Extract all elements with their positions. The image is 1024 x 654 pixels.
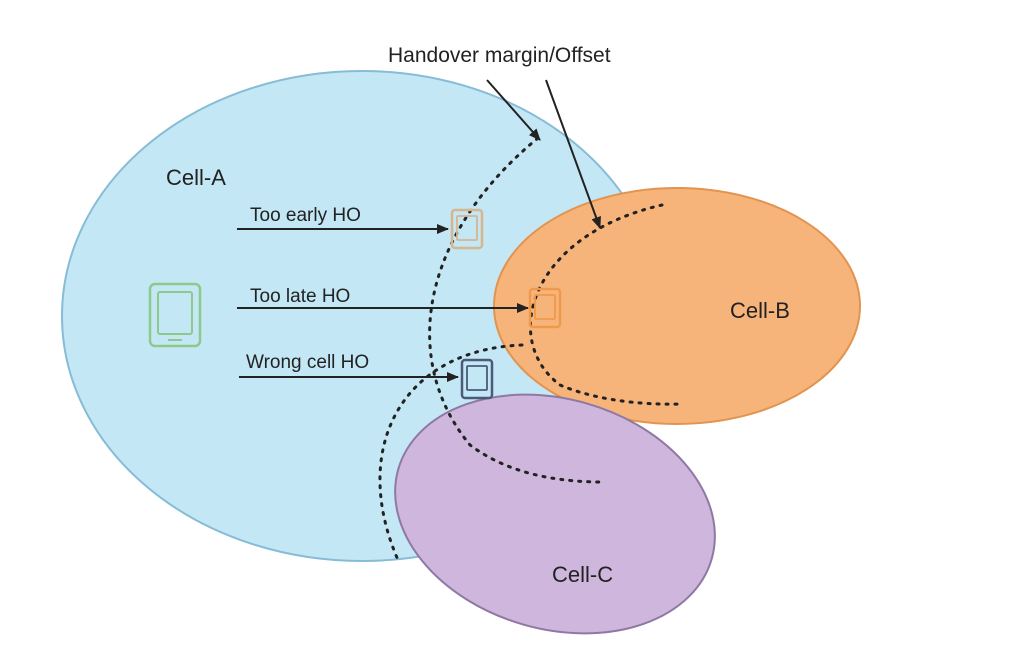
cell-b-handover-boundary: [528, 203, 684, 406]
handover-margin-title: Handover margin/Offset: [388, 44, 611, 67]
too-early-ho-label: Too early HO: [250, 205, 361, 226]
margin-leader-arrow-b: [545, 79, 601, 229]
cell-c-area: [394, 393, 716, 635]
too-late-ho-label: Too late HO: [250, 286, 350, 307]
cell-a-label: Cell-A: [166, 165, 226, 190]
serving-mobile-device-icon: [148, 282, 202, 348]
cell-c-handover-boundary: [378, 343, 524, 562]
cell-b-label: Cell-B: [730, 298, 790, 323]
cell-c-label: Cell-C: [552, 562, 613, 587]
margin-leader-arrow-a: [486, 79, 541, 141]
cell-b-area: [493, 187, 861, 425]
too-early-device-icon: [450, 208, 484, 250]
wrong-cell-device-icon: [460, 358, 494, 400]
wrong-cell-ho-label: Wrong cell HO: [246, 352, 369, 373]
too-late-device-icon: [528, 287, 562, 329]
